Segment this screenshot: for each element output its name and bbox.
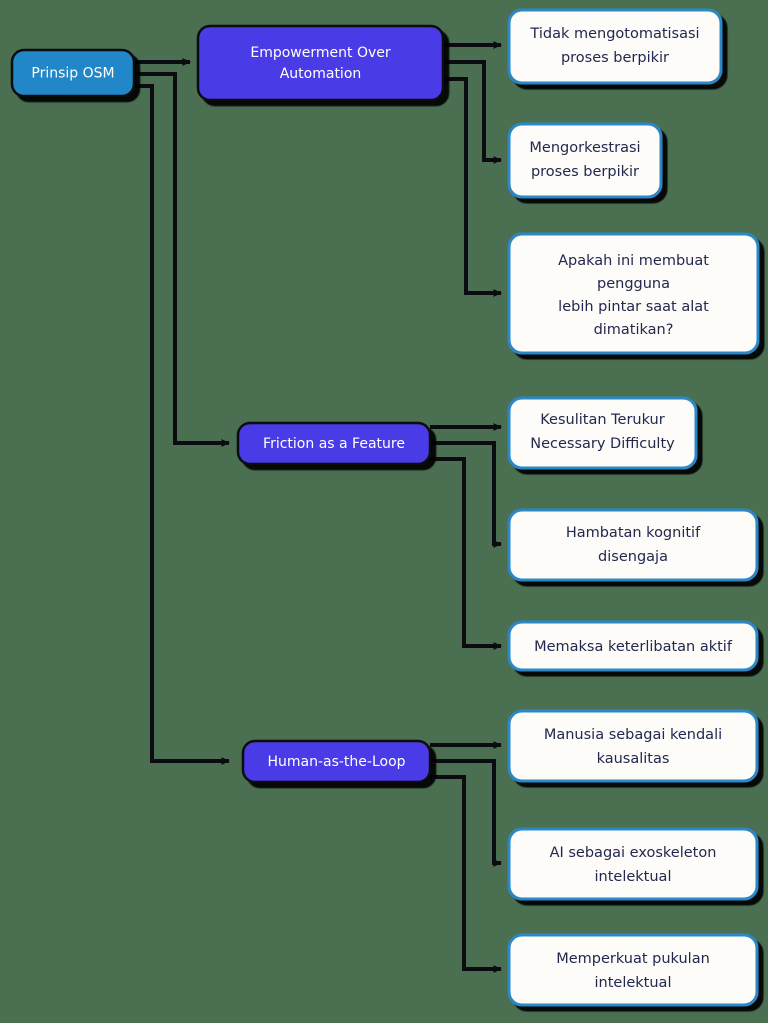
node-hum-c1-label-line-2: kausalitas	[597, 751, 670, 767]
node-fri-c3[interactable]: Memaksa keterlibatan aktif	[507, 620, 759, 672]
node-hum-c3[interactable]: Memperkuat pukulan intelektual	[507, 933, 759, 1007]
node-emp-c3-label-line-4: dimatikan?	[594, 322, 674, 338]
node-fri-c1-shape[interactable]	[507, 396, 698, 470]
node-hum-c1[interactable]: Manusia sebagai kendali kausalitas	[507, 709, 759, 783]
node-fri-c2[interactable]: Hambatan kognitif disengaja	[507, 508, 759, 582]
node-root[interactable]: Prinsip OSM	[10, 48, 136, 98]
node-hum-c3-label-line-2: intelektual	[595, 975, 672, 991]
node-fri-c2-label-line-2: disengaja	[598, 549, 668, 565]
node-friction-shape[interactable]	[236, 421, 432, 466]
node-emp-c1-label-line-1: Tidak mengotomatisasi	[529, 26, 699, 42]
node-emp-c1[interactable]: Tidak mengotomatisasi proses berpikir	[507, 8, 723, 85]
node-human-shape[interactable]	[241, 739, 432, 784]
node-friction-label: Friction as a Feature	[263, 436, 405, 452]
node-fri-c3-shape[interactable]	[507, 620, 759, 672]
node-root-label: Prinsip OSM	[31, 66, 114, 82]
node-fri-c3-label: Memaksa keterlibatan aktif	[534, 639, 733, 655]
node-emp-c3-label-line-2: pengguna	[597, 276, 670, 292]
node-hum-c2-shape[interactable]	[507, 827, 759, 901]
node-empowerment-shape[interactable]	[196, 24, 445, 102]
edge-human-to-child-3	[430, 775, 503, 973]
node-hum-c3-shape[interactable]	[507, 933, 759, 1007]
node-human-label: Human-as-the-Loop	[267, 754, 405, 770]
edge-root-to-human	[132, 84, 231, 765]
node-emp-c1-label-line-2: proses berpikir	[561, 50, 669, 66]
edge-friction-to-child-3	[430, 457, 503, 650]
node-emp-c3-label-line-3: lebih pintar saat alat	[558, 299, 709, 315]
node-emp-c3[interactable]: Apakah ini membuat pengguna lebih pintar…	[507, 232, 760, 355]
node-fri-c1-label-line-1: Kesulitan Terukur	[540, 412, 664, 428]
node-emp-c3-label-line-1: Apakah ini membuat	[558, 253, 709, 269]
node-hum-c2[interactable]: AI sebagai exoskeleton intelektual	[507, 827, 759, 901]
node-fri-c2-shape[interactable]	[507, 508, 759, 582]
node-emp-c1-shape[interactable]	[507, 8, 723, 85]
node-hum-c2-label-line-2: intelektual	[595, 869, 672, 885]
node-fri-c2-label-line-1: Hambatan kognitif	[566, 525, 701, 541]
node-hum-c1-shape[interactable]	[507, 709, 759, 783]
node-hum-c1-label-line-1: Manusia sebagai kendali	[544, 727, 722, 743]
node-human[interactable]: Human-as-the-Loop	[241, 739, 432, 784]
node-emp-c2-shape[interactable]	[507, 122, 663, 199]
node-emp-c2-label-line-2: proses berpikir	[531, 164, 639, 180]
edge-empowerment-to-child-2	[443, 60, 503, 164]
node-empowerment-label-line-1: Empowerment Over	[250, 45, 390, 61]
node-emp-c2-label-line-1: Mengorkestrasi	[529, 140, 640, 156]
node-fri-c1[interactable]: Kesulitan Terukur Necessary Difficulty	[507, 396, 698, 470]
node-friction[interactable]: Friction as a Feature	[236, 421, 432, 466]
node-hum-c2-label-line-1: AI sebagai exoskeleton	[550, 845, 717, 861]
edge-human-to-child-2	[430, 759, 503, 867]
edge-empowerment-to-child-3	[443, 77, 503, 297]
node-empowerment[interactable]: Empowerment Over Automation	[196, 24, 445, 102]
node-emp-c2[interactable]: Mengorkestrasi proses berpikir	[507, 122, 663, 199]
node-fri-c1-label-line-2: Necessary Difficulty	[530, 436, 675, 452]
node-empowerment-label-line-2: Automation	[280, 66, 362, 82]
node-emp-c3-shape[interactable]	[507, 232, 760, 355]
edge-layer	[132, 41, 503, 973]
edge-friction-to-child-2	[430, 441, 503, 548]
edge-root-to-friction	[132, 72, 231, 447]
node-root-shape[interactable]	[10, 48, 136, 98]
node-hum-c3-label-line-1: Memperkuat pukulan	[556, 951, 710, 967]
